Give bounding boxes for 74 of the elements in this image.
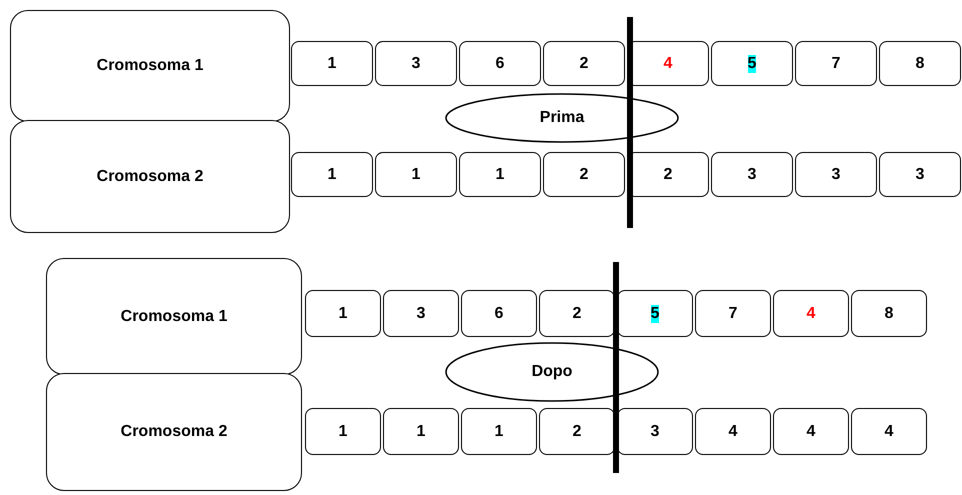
gene-number: 1 (338, 422, 348, 440)
gene-number: 3 (832, 166, 840, 184)
gene-box (291, 152, 373, 197)
gene-number: 2 (580, 166, 588, 184)
gene-box (461, 408, 537, 455)
gene-number: 7 (832, 54, 840, 72)
gene-box (795, 41, 877, 86)
gene-box (543, 152, 625, 197)
gene-number: 4 (806, 422, 816, 440)
gene-number: 5 (650, 304, 660, 322)
gene-box (773, 290, 849, 337)
gene-box (851, 290, 927, 337)
gene-box (617, 290, 693, 337)
gene-box (711, 152, 793, 197)
gene-number: 2 (664, 166, 672, 184)
gene-box (711, 41, 793, 86)
gene-box (879, 152, 961, 197)
chromosome-label: Cromosoma 1 (96, 57, 204, 75)
gene-box (459, 152, 541, 197)
gene-box (305, 408, 381, 455)
gene-number: 1 (338, 304, 348, 322)
gene-number: 8 (884, 304, 894, 322)
gene-number: 2 (572, 304, 582, 322)
gene-number: 4 (664, 54, 672, 72)
gene-box (795, 152, 877, 197)
gene-box (851, 408, 927, 455)
gene-number: 1 (494, 422, 504, 440)
gene-number: 4 (728, 422, 738, 440)
gene-box (773, 408, 849, 455)
stage-label: Prima (540, 109, 584, 127)
chromosome-box (10, 120, 290, 233)
gene-number: 3 (412, 54, 420, 72)
gene-box (383, 290, 459, 337)
gene-number: 4 (884, 422, 894, 440)
chromosome-box (46, 258, 302, 375)
gene-number: 1 (496, 166, 504, 184)
gene-number: 1 (412, 166, 420, 184)
gene-number: 5 (748, 54, 756, 72)
gene-number: 1 (328, 54, 336, 72)
gene-number: 7 (728, 304, 738, 322)
gene-number: 3 (416, 304, 426, 322)
chromosome-box (10, 10, 290, 122)
gene-box (539, 408, 615, 455)
gene-number: 1 (328, 166, 336, 184)
gene-box (695, 290, 771, 337)
gene-box (695, 408, 771, 455)
chromosome-box (46, 373, 302, 491)
gene-number: 3 (650, 422, 660, 440)
gene-box (291, 41, 373, 86)
gene-box (459, 41, 541, 86)
gene-box (375, 41, 457, 86)
gene-number: 2 (580, 54, 588, 72)
gene-box (879, 41, 961, 86)
gene-number: 1 (416, 422, 426, 440)
gene-box (305, 290, 381, 337)
gene-box (617, 408, 693, 455)
gene-box (375, 152, 457, 197)
chromosome-label: Cromosoma 2 (120, 423, 228, 441)
label-ellipse (445, 342, 659, 402)
gene-number: 6 (494, 304, 504, 322)
chromosome-label: Cromosoma 2 (96, 168, 204, 186)
gene-number: 4 (806, 304, 816, 322)
gene-number: 6 (496, 54, 504, 72)
gene-box (539, 290, 615, 337)
gene-number: 8 (916, 54, 924, 72)
stage-label: Dopo (532, 363, 572, 381)
gene-box (461, 290, 537, 337)
gene-number: 2 (572, 422, 582, 440)
gene-box (383, 408, 459, 455)
chromosome-label: Cromosoma 1 (120, 308, 228, 326)
gene-number: 3 (916, 166, 924, 184)
gene-number: 3 (748, 166, 756, 184)
label-ellipse (445, 93, 679, 143)
gene-box (543, 41, 625, 86)
